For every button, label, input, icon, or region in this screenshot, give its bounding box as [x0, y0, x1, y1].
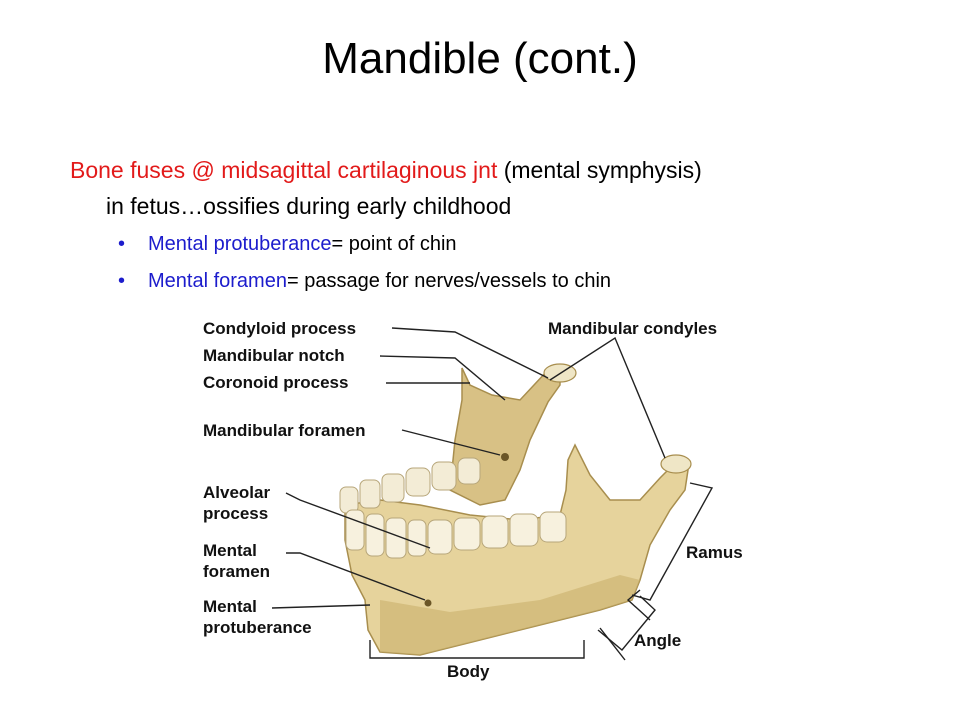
label-mandibular-notch: Mandibular notch [203, 346, 345, 365]
main-point-line1: Bone fuses @ midsagittal cartilaginous j… [70, 152, 900, 188]
label-mandibular-foramen: Mandibular foramen [203, 421, 365, 440]
bullet-text: = passage for nerves/vessels to chin [286, 270, 612, 292]
leader-lines [271, 327, 666, 661]
label-mental-protuberance-line2: protuberance [203, 618, 312, 637]
slide-title: Mandible (cont.) [322, 34, 638, 83]
label-mental-foramen-line2: foramen [203, 562, 270, 581]
label-condyloid-process: Condyloid process [203, 319, 356, 338]
main-point-line2: in fetus…ossifies during early childhood [106, 193, 512, 219]
main-point-highlight: Bone fuses @ midsagittal cartilaginous j… [70, 157, 498, 183]
mandible-illustration [339, 363, 692, 656]
label-mental-protuberance-line1: Mental [203, 597, 257, 616]
label-ramus: Ramus [686, 543, 743, 562]
bullet-term: Mental protuberance [148, 233, 332, 255]
bullet-mental-foramen: • Mental foramen= passage for nerves/vess… [118, 268, 611, 294]
label-body: Body [447, 662, 490, 681]
label-angle: Angle [634, 631, 681, 650]
bullet-term: Mental foramen [148, 270, 287, 292]
angle-bracket [597, 595, 656, 651]
label-mental-foramen-line1: Mental [203, 541, 257, 560]
bullet-dot: • [118, 270, 126, 292]
label-alveolar-line2: process [203, 504, 268, 523]
bullet-dot: • [118, 233, 126, 255]
bullet-mental-protuberance: • Mental protuberance= point of chin [118, 231, 457, 257]
label-mandibular-condyles: Mandibular condyles [548, 319, 717, 338]
mandible-figure: Condyloid process Mandibular notch Coron… [203, 319, 743, 681]
label-alveolar-line1: Alveolar [203, 483, 270, 502]
main-point: Bone fuses @ midsagittal cartilaginous j… [70, 152, 900, 224]
main-point-rest: (mental symphysis) [497, 157, 702, 183]
body-bracket [369, 640, 585, 659]
bullet-text: = point of chin [331, 233, 457, 255]
label-coronoid-process: Coronoid process [203, 373, 348, 392]
